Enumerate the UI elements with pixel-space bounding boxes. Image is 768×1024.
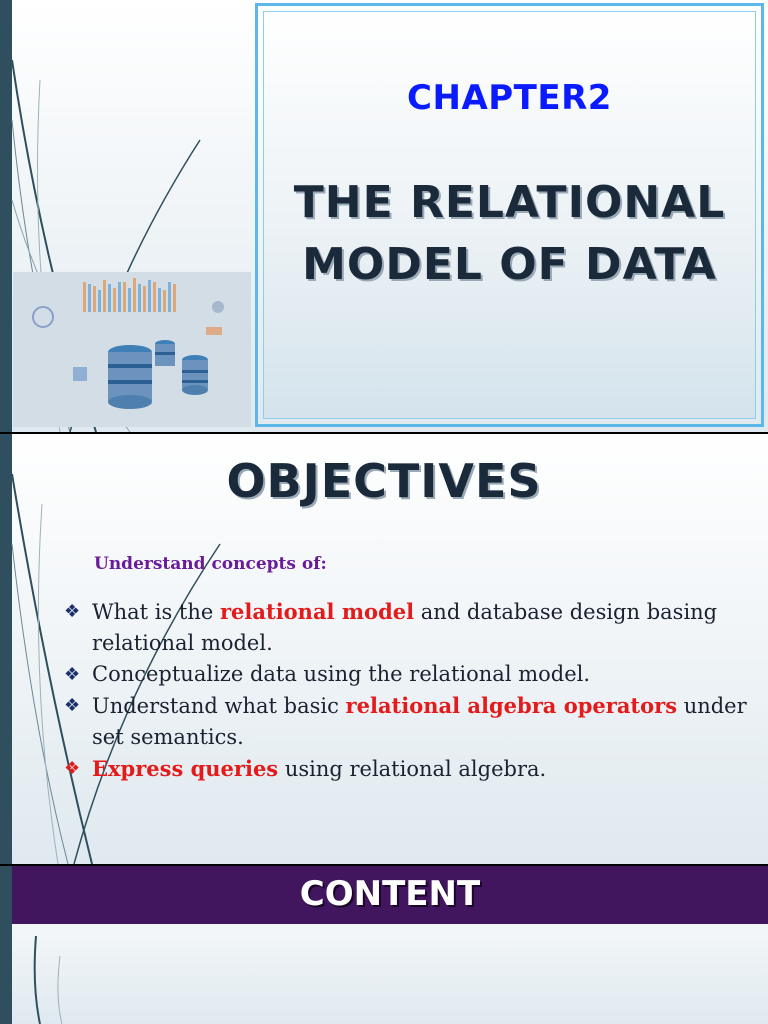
slide-title: THE RELATIONAL MODEL OF DATA (293, 177, 726, 290)
objectives-slide: OBJECTIVES Understand concepts of: ❖ Wha… (0, 434, 768, 864)
content-heading: CONTENT (299, 874, 481, 914)
list-item: ❖ Express queries using relational algeb… (62, 753, 752, 785)
title-slide: CHAPTER2 THE RELATIONAL MODEL OF DATA (0, 0, 768, 432)
diamond-bullet-icon: ❖ (64, 695, 81, 716)
database-illustration (13, 272, 251, 427)
content-slide: CONTENT (0, 866, 768, 1024)
title-frame: CHAPTER2 THE RELATIONAL MODEL OF DATA (255, 3, 764, 427)
list-item: ❖ Conceptualize data using the relationa… (62, 659, 752, 690)
decorative-curves (33, 935, 63, 1024)
slide-left-bar (0, 0, 12, 432)
chapter-label: CHAPTER2 (407, 78, 612, 118)
diamond-bullet-icon: ❖ (64, 664, 81, 685)
list-item: ❖ Understand what basic relational algeb… (62, 690, 752, 753)
diamond-bullet-icon: ❖ (64, 601, 81, 622)
diamond-bullet-icon: ❖ (64, 758, 81, 779)
objectives-subtitle: Understand concepts of: (94, 554, 327, 574)
list-item: ❖ What is the relational model and datab… (62, 596, 752, 659)
decorative-curves (11, 473, 221, 864)
content-header-bar: CONTENT (12, 866, 768, 924)
objectives-heading: OBJECTIVES (226, 454, 542, 508)
slide-left-bar (0, 866, 12, 1024)
slide-left-bar (0, 434, 12, 864)
objectives-list: ❖ What is the relational model and datab… (62, 596, 752, 785)
